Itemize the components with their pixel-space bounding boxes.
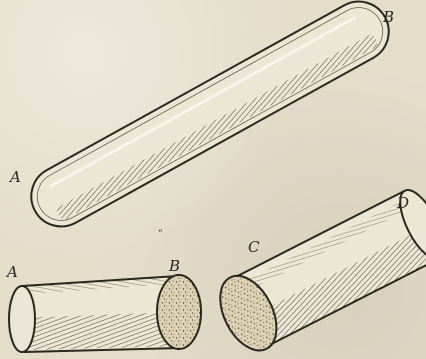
label-c: C [248,240,259,255]
label-a-cylinder: A [7,265,18,280]
long-rod [21,0,400,237]
small-mark: “ [158,230,163,239]
label-a-long-rod: A [10,170,21,185]
label-b-cylinder: B [169,259,180,274]
cylinder-ab [9,275,201,352]
cylinder-cd [209,182,426,359]
label-b-long-rod: B [383,10,394,25]
label-d: D [397,196,409,211]
